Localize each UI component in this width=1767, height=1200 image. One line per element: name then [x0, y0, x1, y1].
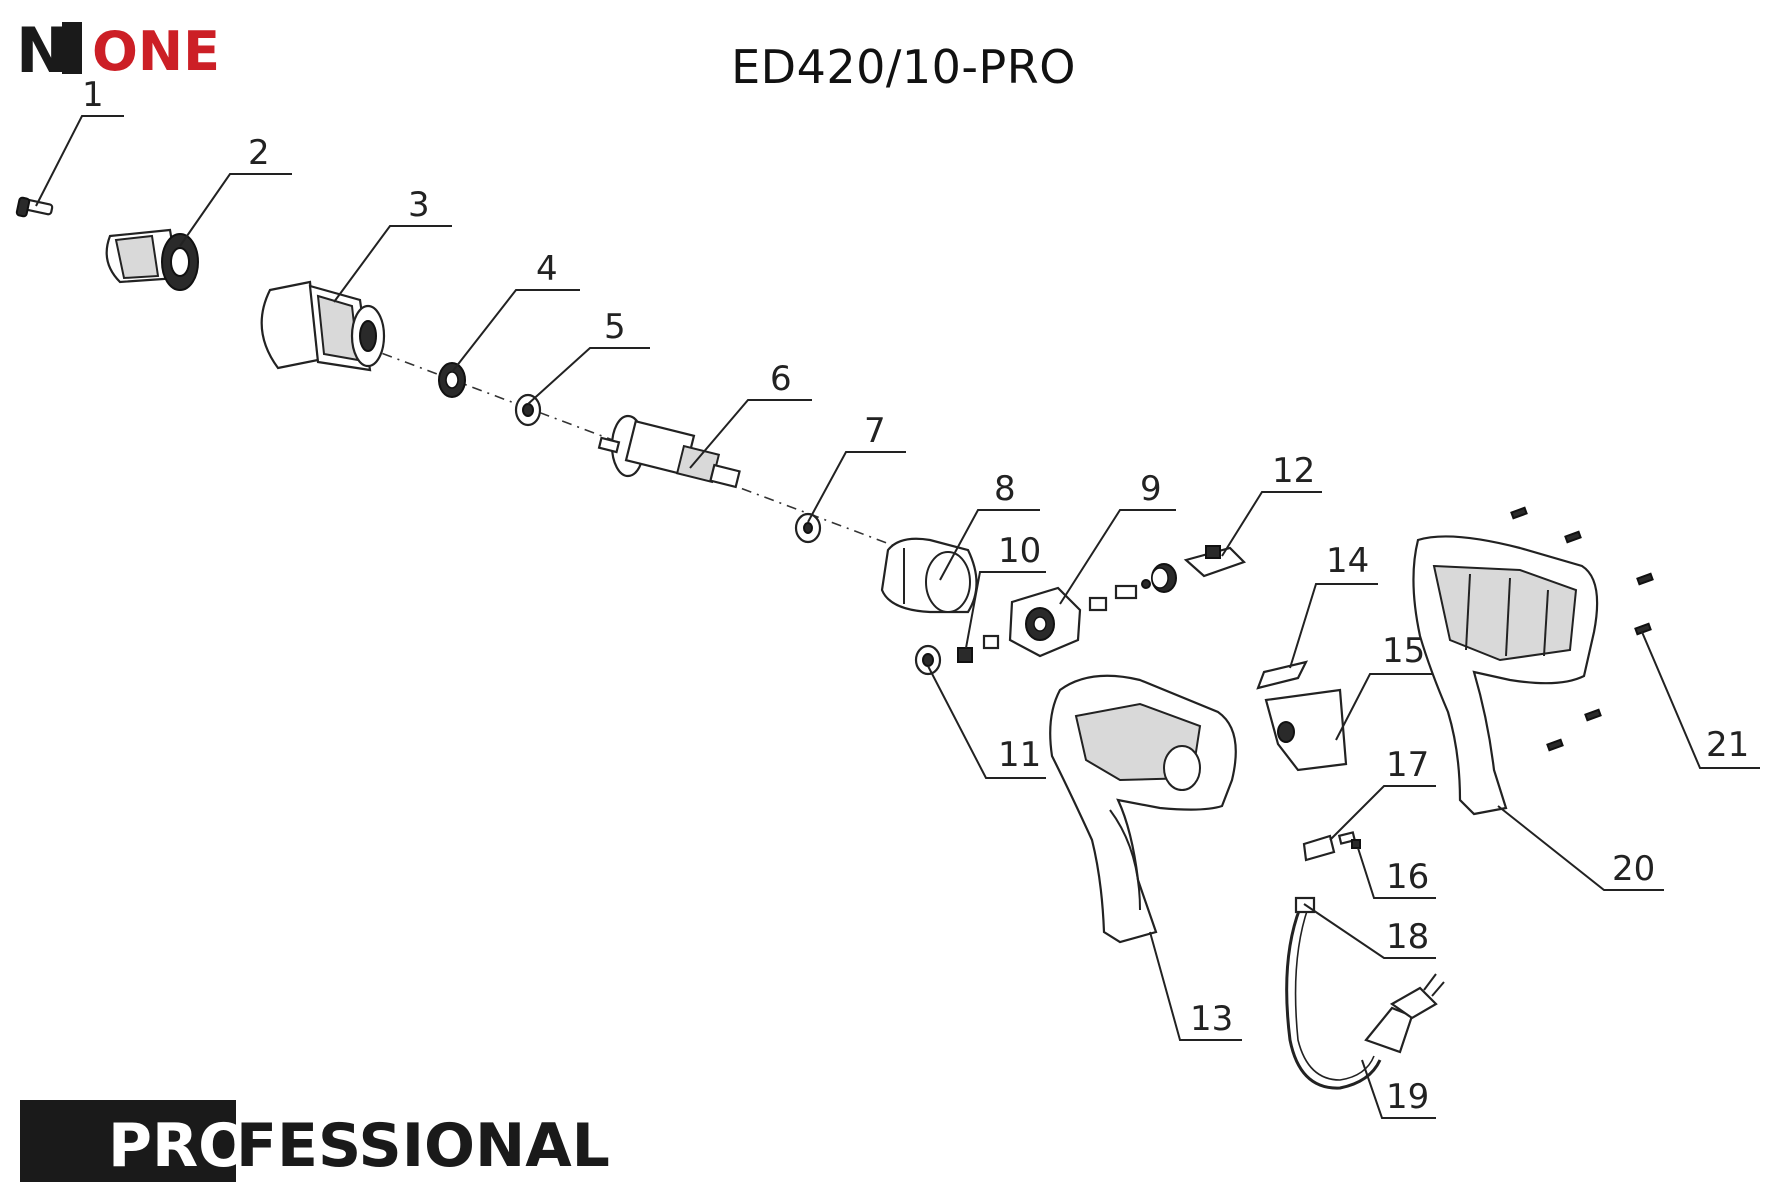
part-number-label: 5: [604, 307, 626, 347]
part-15-switch: [1264, 688, 1348, 772]
part-number-label: 18: [1386, 917, 1429, 957]
part-number-label: 15: [1382, 631, 1425, 671]
callout-1: 1: [35, 75, 124, 207]
part-number-label: 12: [1272, 451, 1315, 491]
callout-16: 16: [1357, 847, 1436, 899]
callout-12: 12: [1221, 451, 1322, 557]
part-5-washer: [514, 393, 542, 427]
part-number-label: 21: [1706, 725, 1749, 765]
brand-logo-word: ONE: [92, 20, 220, 83]
callout-19: 19: [1361, 1059, 1436, 1119]
part-11-brush-cap: [914, 644, 942, 676]
callout-14: 14: [1289, 541, 1378, 669]
part-number-label: 17: [1386, 745, 1429, 785]
part-20-housing-half: [1412, 535, 1599, 816]
brand-logo: N ONE: [16, 14, 220, 87]
part-number-label: 4: [536, 249, 558, 289]
part-9-brush-holder: [1008, 563, 1177, 658]
part-8-stator: [880, 537, 978, 614]
professional-badge-suffix: FESSIONAL: [236, 1111, 610, 1181]
callout-9: 9: [1059, 469, 1176, 605]
part-number-label: 2: [248, 133, 270, 173]
part-16-17-cord-clamp: [1302, 831, 1361, 862]
part-number-label: 6: [770, 359, 792, 399]
brand-logo-mark: N: [16, 14, 68, 87]
callout-8: 8: [939, 469, 1040, 581]
part-14-switch-lever: [1256, 660, 1309, 690]
professional-badge-prefix: PRO: [108, 1111, 249, 1181]
diagram-title: ED420/10-PRO: [0, 40, 1767, 94]
callout-13: 13: [1149, 931, 1242, 1041]
callout-2: 2: [179, 133, 292, 247]
callout-5: 5: [527, 307, 650, 405]
callout-7: 7: [807, 411, 906, 523]
part-number-label: 8: [994, 469, 1016, 509]
part-number-label: 9: [1140, 469, 1162, 509]
model-number: ED420/10-PRO: [731, 40, 1076, 94]
part-1-screw: [15, 196, 54, 218]
part-7-washer: [794, 512, 822, 544]
part-number-label: 3: [408, 185, 430, 225]
callout-6: 6: [689, 359, 812, 469]
part-number-label: 14: [1326, 541, 1369, 581]
callout-20: 20: [1497, 805, 1664, 891]
callout-17: 17: [1329, 745, 1436, 841]
part-4-bearing: [438, 362, 466, 398]
callout-11: 11: [927, 665, 1046, 779]
part-number-label: 11: [998, 735, 1041, 775]
callout-15: 15: [1335, 631, 1432, 741]
part-3-gearbox: [260, 280, 386, 372]
part-18-19-power-cord: [1285, 896, 1445, 1090]
part-12-suppressor: [1183, 545, 1247, 578]
part-13-housing-half: [1049, 674, 1237, 944]
part-2-keyless-chuck: [105, 228, 199, 291]
part-number-label: 13: [1190, 999, 1233, 1039]
part-number-label: 19: [1386, 1077, 1429, 1117]
part-number-label: 1: [82, 75, 104, 115]
part-10-carbon-brush: [957, 634, 1000, 663]
brand-logo-bar-icon: [62, 22, 82, 74]
callout-3: 3: [333, 185, 452, 303]
part-6-armature: [597, 414, 741, 489]
callout-18: 18: [1303, 903, 1436, 959]
part-number-label: 10: [998, 531, 1041, 571]
callout-10: 10: [965, 531, 1046, 649]
part-number-label: 20: [1612, 849, 1655, 889]
callout-4: 4: [451, 249, 580, 373]
part-number-label: 7: [864, 411, 886, 451]
professional-badge-band: [20, 1100, 236, 1182]
part-21-screws: [1510, 506, 1654, 752]
professional-badge: PRO FESSIONAL: [20, 1100, 610, 1182]
callout-21: 21: [1641, 631, 1760, 769]
part-number-label: 16: [1386, 857, 1429, 897]
